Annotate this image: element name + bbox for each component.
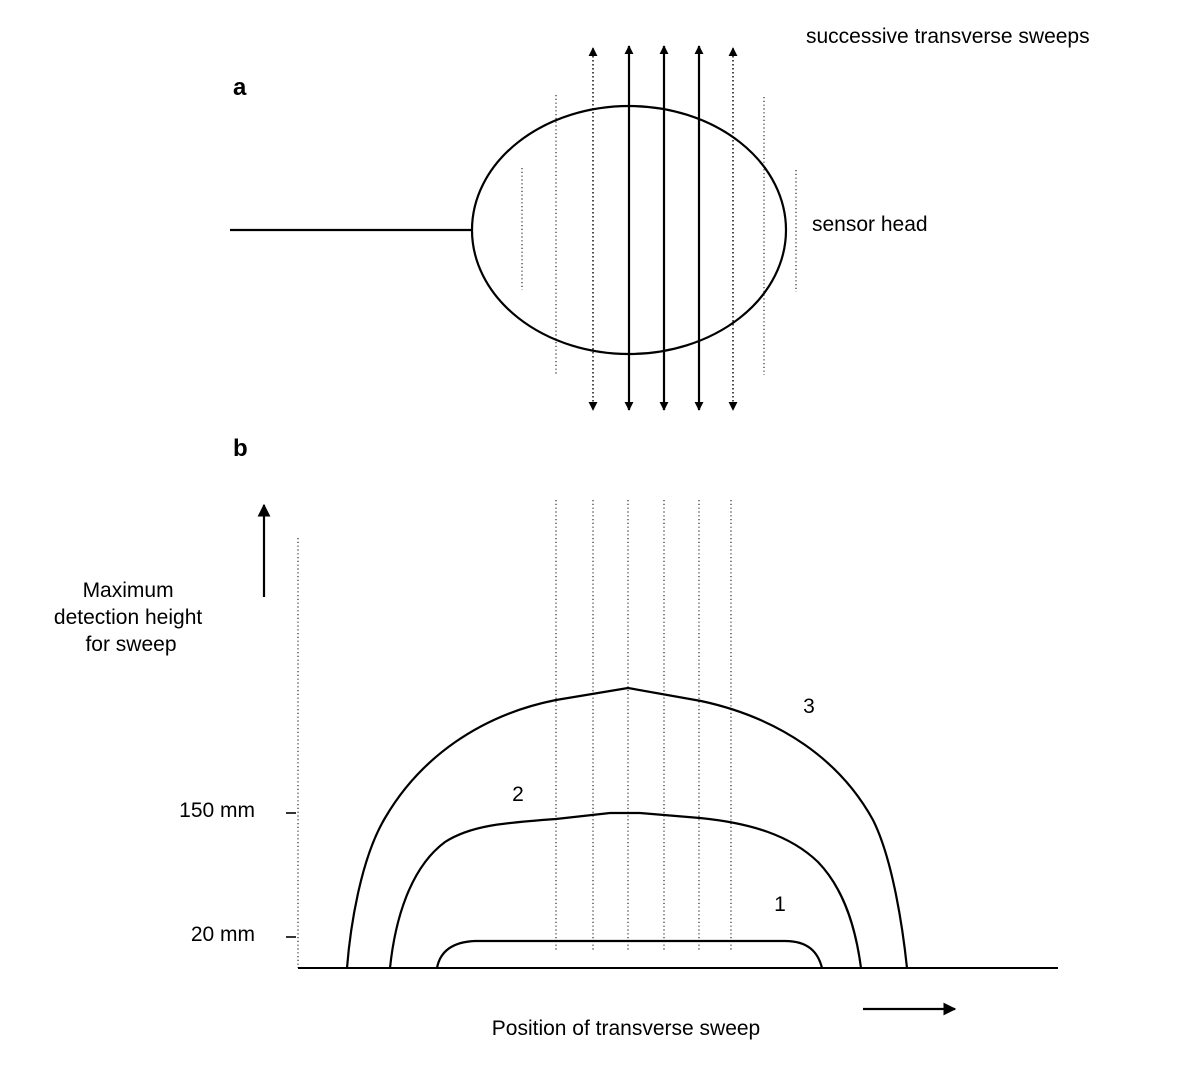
y-axis-label: Maximum detection height for sweep — [54, 579, 208, 656]
curve-label-3: 3 — [803, 695, 815, 718]
curve-2 — [388, 811, 863, 969]
curve-1 — [435, 939, 824, 969]
curve-label-2: 2 — [512, 783, 524, 806]
panel-b-letter: b — [233, 435, 248, 462]
panel-a: a successive transverse sweeps sensor he… — [230, 25, 1090, 411]
sweeps-label: successive transverse sweeps — [806, 25, 1090, 48]
panel-a-letter: a — [233, 74, 247, 101]
y-axis-label-line: Maximum — [83, 579, 174, 602]
curve-label-1: 1 — [774, 893, 786, 916]
sensor-head-label: sensor head — [812, 213, 928, 236]
tick-label-20mm: 20 mm — [191, 923, 255, 946]
y-axis-label-line: detection height — [54, 606, 202, 629]
curve-3 — [345, 686, 909, 969]
y-axis-label-line: for sweep — [85, 633, 176, 656]
tick-label-150mm: 150 mm — [179, 799, 255, 822]
x-axis-label: Position of transverse sweep — [492, 1017, 760, 1040]
panel-b: b Maximum detection height for sweep 150… — [54, 435, 1058, 1040]
